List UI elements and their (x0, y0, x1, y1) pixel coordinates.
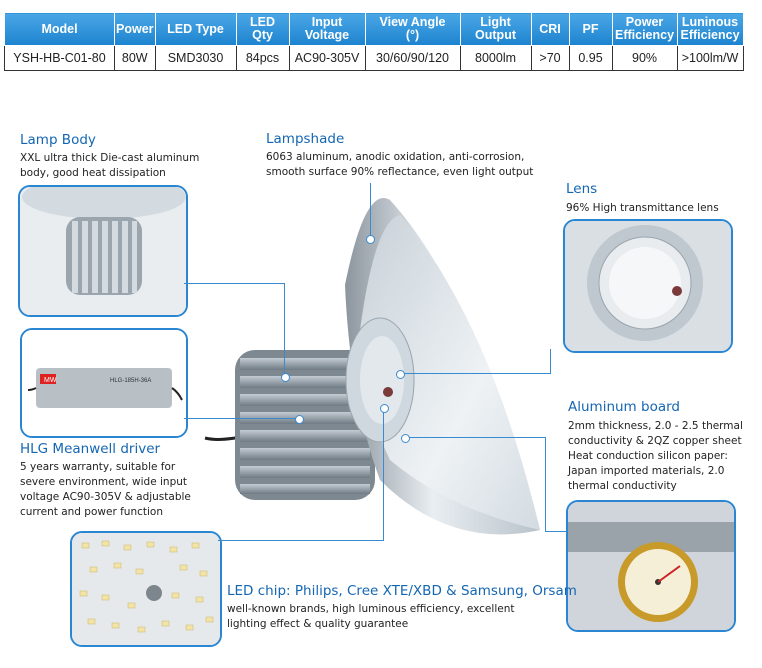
lampshade-description: 6063 aluminum, anodic oxidation, anti-co… (266, 151, 534, 178)
cell-led-qty: 84pcs (235, 45, 290, 71)
spec-data-row: YSH-HB-C01-80 80W SMD3030 84pcs AC90-305… (4, 45, 744, 71)
col-model: Model (4, 12, 115, 46)
led-chip-pointer (380, 404, 389, 413)
led-chip-description: well-known brands, high luminous efficie… (227, 603, 515, 630)
cell-input-voltage: AC90-305V (288, 45, 366, 71)
lampshade-connector (370, 183, 371, 239)
lens-pointer (396, 370, 405, 379)
cell-light-output: 8000lm (459, 45, 532, 71)
cell-pf: 0.95 (568, 45, 613, 71)
driver-image: MW HLG-185H-36A (20, 328, 188, 438)
lens-connector (400, 373, 550, 374)
lampshade-pointer (366, 235, 375, 244)
led-chip-title: LED chip: Philips, Cree XTE/XBD & Samsun… (227, 583, 577, 599)
lens-description: 96% High transmittance lens (566, 202, 719, 214)
led-chip-connector-v (383, 407, 384, 541)
col-cri: CRI (530, 12, 570, 46)
lamp-body-description: XXL ultra thick Die-cast aluminum body, … (20, 152, 200, 179)
lampshade-title: Lampshade (266, 131, 345, 147)
lamp-body-connector (184, 283, 284, 284)
cell-power-efficiency: 90% (611, 45, 678, 71)
board-connector-v (545, 437, 546, 532)
led-chip-image (70, 531, 222, 647)
cell-model: YSH-HB-C01-80 (4, 45, 115, 71)
board-pointer (401, 434, 410, 443)
col-power: Power (114, 12, 156, 46)
driver-pointer (295, 415, 304, 424)
driver-model: HLG-185H-36A (110, 378, 151, 384)
lamp-body-image (18, 185, 188, 317)
lamp-body-title: Lamp Body (20, 132, 96, 148)
cell-power: 80W (114, 45, 156, 71)
board-connector (405, 437, 545, 438)
lamp-body-connector-v (284, 283, 285, 376)
col-pf: PF (568, 12, 613, 46)
cell-view-angle: 30/60/90/120 (364, 45, 461, 71)
driver-connector (184, 418, 298, 419)
driver-title: HLG Meanwell driver (20, 441, 161, 457)
board-title: Aluminum board (568, 399, 680, 415)
driver-brand: MW (44, 377, 57, 384)
led-chip-connector (218, 540, 383, 541)
lens-title: Lens (566, 181, 598, 197)
cell-cri: >70 (530, 45, 570, 71)
board-description: 2mm thickness, 2.0 - 2.5 thermal conduct… (568, 420, 743, 492)
col-view-angle: View Angle(°) (364, 12, 461, 46)
col-led-type: LED Type (154, 12, 237, 46)
lens-image (563, 219, 733, 353)
cell-luminous-efficiency: >100lm/W (676, 45, 744, 71)
lamp-body-pointer (281, 373, 290, 382)
board-connector-h2 (545, 531, 567, 532)
lens-connector-v (550, 349, 551, 374)
board-image (566, 500, 736, 632)
cell-led-type: SMD3030 (154, 45, 237, 71)
driver-description: 5 years warranty, suitable for severe en… (20, 461, 191, 518)
high-bay-lamp-image (204, 198, 540, 535)
